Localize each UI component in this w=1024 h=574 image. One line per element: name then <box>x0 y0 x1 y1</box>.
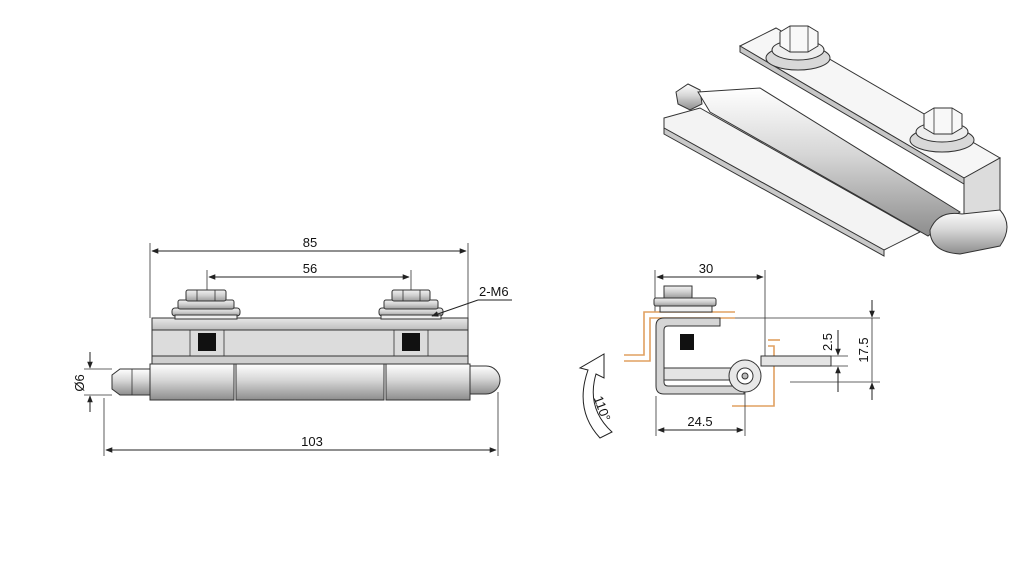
screw-right <box>402 333 420 351</box>
pin-offset-label: 24.5 <box>687 414 712 429</box>
dimension-offset: 2.5 <box>770 330 848 392</box>
side-bolt-head <box>663 285 693 299</box>
hinge-pin <box>111 368 151 396</box>
dimension-total-length: 103 <box>103 392 499 456</box>
opening-angle-arrow: 110° <box>578 353 614 439</box>
isometric-view <box>663 25 1008 257</box>
hinge-barrel <box>149 363 501 401</box>
bolt-right <box>378 289 444 320</box>
iso-bolt-2 <box>909 107 975 153</box>
bolt-left <box>171 289 241 320</box>
dimension-pin-diameter: Ø6 <box>72 352 112 412</box>
dimension-pin-offset: 24.5 <box>655 392 746 436</box>
side-width-label: 30 <box>699 261 713 276</box>
hole-spacing-label: 56 <box>303 261 317 276</box>
thread-label: 2-M6 <box>479 284 509 299</box>
total-length-label: 103 <box>301 434 323 449</box>
side-view: 30 2.5 <box>578 261 880 439</box>
side-leaf <box>760 355 832 367</box>
overall-width-label: 85 <box>303 235 317 250</box>
iso-bolt-1 <box>765 25 831 71</box>
iso-knuckle <box>929 209 1008 255</box>
thread-callout: 2-M6 <box>431 284 512 317</box>
pin-diameter-label: Ø6 <box>72 374 87 391</box>
side-screw <box>680 334 694 350</box>
screw-left <box>198 333 216 351</box>
iso-pin <box>675 83 703 111</box>
iso-lower-leaf <box>663 107 922 251</box>
offset-label: 2.5 <box>820 333 835 351</box>
top-plate <box>151 317 469 331</box>
dimension-side-width: 30 <box>654 261 766 360</box>
front-view: 85 56 <box>72 235 512 456</box>
dimension-side-height: 17.5 <box>735 300 880 400</box>
dimension-overall-width: 85 <box>149 235 469 318</box>
side-height-label: 17.5 <box>856 337 871 362</box>
